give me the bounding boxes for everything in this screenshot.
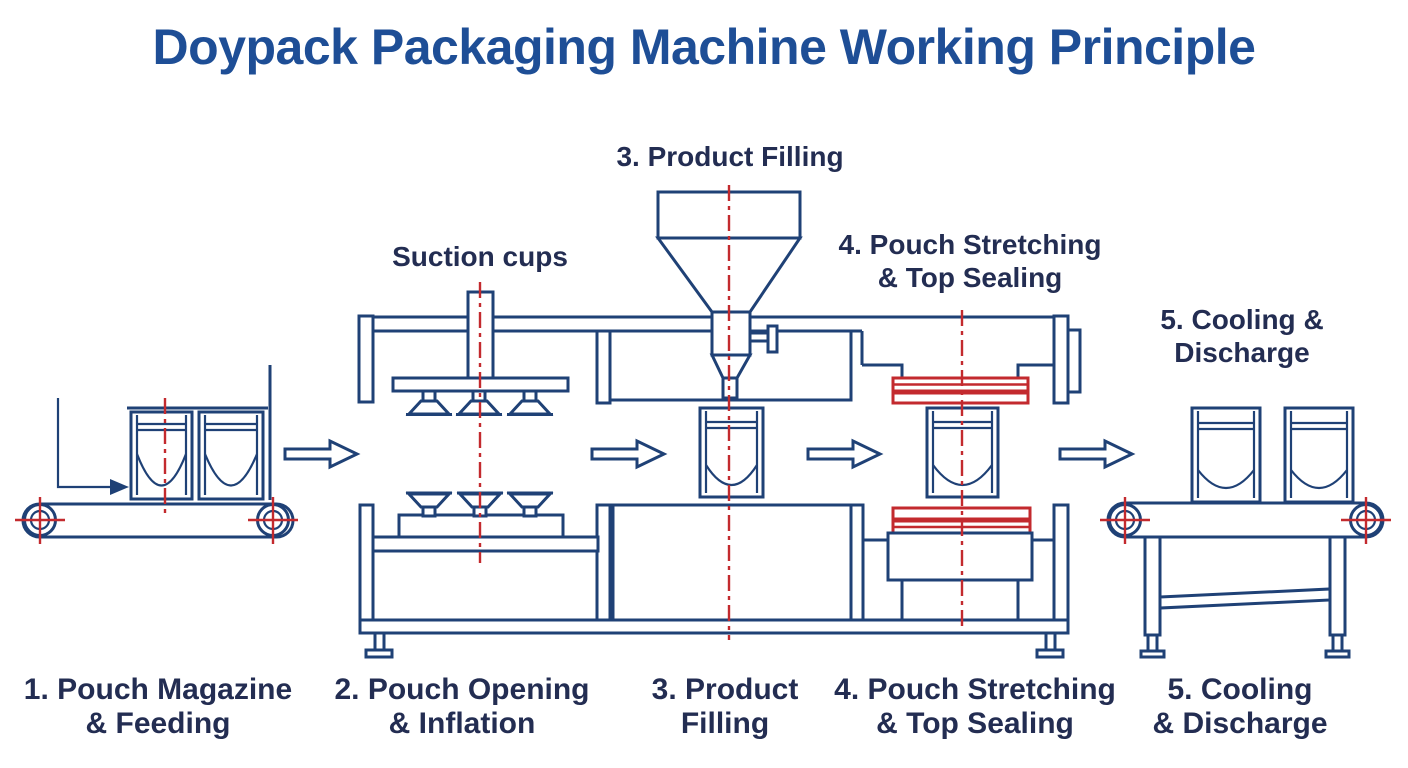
beam-right-block <box>1066 328 1082 394</box>
feed-direction-arrow <box>56 398 129 495</box>
table-leg <box>1328 535 1347 637</box>
stage5-discharge-conveyor <box>1100 406 1391 659</box>
machine-foot-right <box>1035 631 1065 659</box>
step-label-4: 4. Pouch Stretching & Top Sealing <box>834 673 1116 740</box>
hopper-handle <box>766 324 779 354</box>
frame-mid-post <box>595 503 612 622</box>
step-label-5: 5. Cooling & Discharge <box>1152 673 1328 740</box>
label-product-filling: 3. Product Filling <box>616 141 844 172</box>
conveyor-table <box>1139 535 1351 659</box>
suction-shelf <box>371 535 600 553</box>
pouch <box>698 406 765 499</box>
suction-cup <box>405 389 453 416</box>
stage4-sealing-station <box>862 363 1054 622</box>
beam-right-cap <box>1052 314 1070 405</box>
page-title: Doypack Packaging Machine Working Princi… <box>152 19 1256 75</box>
suction-cup-up <box>506 491 554 518</box>
machine-frame <box>357 314 1082 659</box>
label-pouch-stretching: 4. Pouch Stretching & Top Sealing <box>838 229 1102 294</box>
flow-arrow-1 <box>283 438 361 470</box>
top-sealing-jaws-upper <box>891 376 1030 405</box>
step-label-3: 3. Product Filling <box>651 673 799 740</box>
pouch <box>1283 406 1355 504</box>
pouch <box>1190 406 1262 504</box>
beam-divider <box>595 329 612 405</box>
hopper-neck <box>710 310 752 357</box>
pouch <box>197 410 265 501</box>
suction-cup <box>506 389 554 416</box>
table-brace <box>1158 587 1332 610</box>
sealing-pedestal <box>863 531 1054 622</box>
centerlines <box>163 185 964 640</box>
machine-base <box>358 618 1070 635</box>
stage1-pouch-magazine <box>15 365 298 544</box>
frame-left-post <box>358 503 375 622</box>
machine-foot-left <box>364 631 394 659</box>
flow-arrow-4 <box>1058 438 1136 470</box>
frame-right-post <box>1052 503 1070 622</box>
beam-left-cap <box>357 314 375 404</box>
suction-cup-up <box>405 491 453 518</box>
infeed-conveyor <box>15 497 298 544</box>
step-label-2: 2. Pouch Opening & Inflation <box>334 673 590 740</box>
flow-arrow-2 <box>590 438 668 470</box>
step-label-1: 1. Pouch Magazine & Feeding <box>23 673 293 740</box>
label-suction-cups: Suction cups <box>392 241 568 272</box>
lower-housing-box <box>611 503 865 622</box>
stage3-filling-hopper <box>655 190 803 499</box>
table-leg <box>1143 535 1162 637</box>
hopper-handle-stem <box>748 331 770 343</box>
pouch <box>129 410 194 501</box>
flow-arrow-3 <box>806 438 884 470</box>
label-cooling-discharge: 5. Cooling & Discharge <box>1160 304 1324 369</box>
